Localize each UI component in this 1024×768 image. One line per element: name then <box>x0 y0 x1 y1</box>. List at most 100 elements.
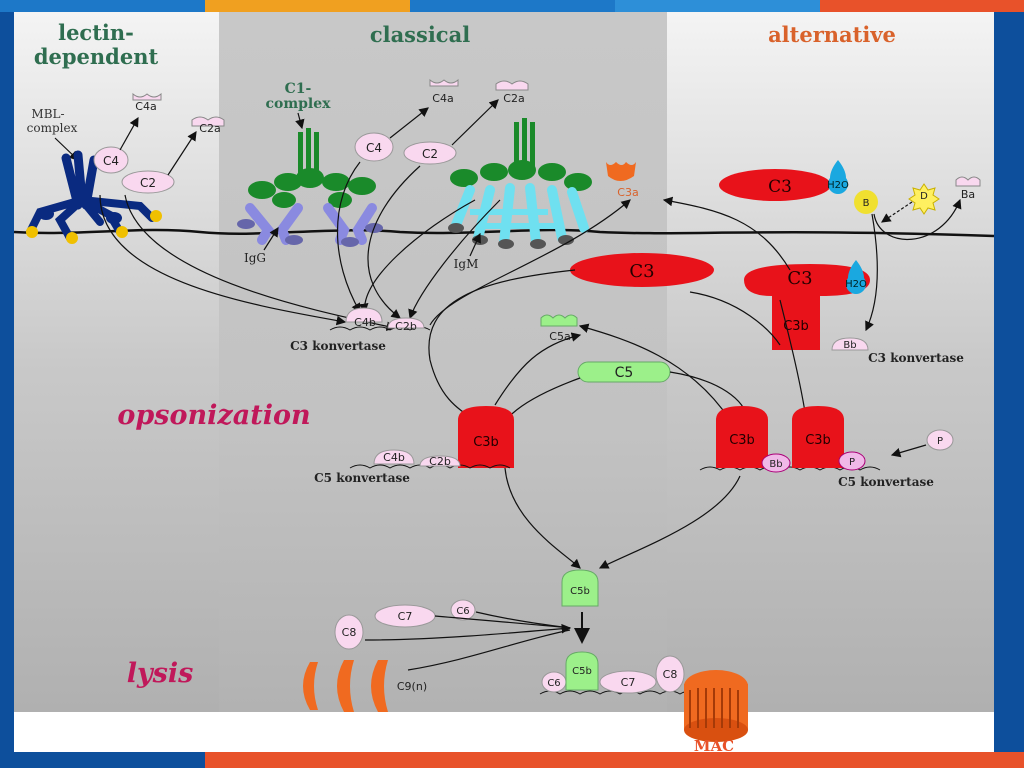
top-bar-segment-orange <box>820 0 1024 12</box>
c8-molecule-free <box>334 614 364 650</box>
cell-membrane-line <box>13 228 995 238</box>
arrow-lectin-c2-to-c2a <box>167 130 197 176</box>
arrow-c3b-right-to-c5a <box>578 323 731 421</box>
bb-label-bottom: Bb <box>769 459 782 470</box>
c6-label-bound: C6 <box>547 678 560 689</box>
lectin-panel <box>14 12 219 712</box>
mbl-complex-label-line1: MBL- <box>31 107 64 121</box>
c3-konvertase-label-classical: C3 konvertase <box>290 339 386 353</box>
c5-konvertase-label-alternative: C5 konvertase <box>838 475 934 489</box>
c3-c3b-konvertase-alternative <box>744 264 870 350</box>
header-alternative: alternative <box>768 22 896 47</box>
c5b-molecule <box>561 569 599 607</box>
header-lectin-line1: lectin- <box>58 20 134 45</box>
arrow-igm-c4-to-c4b <box>358 199 476 314</box>
c3b-label-alternative-right: C3b <box>805 433 831 448</box>
c9n-label: C9(n) <box>397 680 427 693</box>
igg-label-arrow <box>263 226 279 251</box>
c7-molecule-bound <box>599 670 657 694</box>
igm-antibody-icon <box>448 118 592 249</box>
c3-konvertase-label-alternative: C3 konvertase <box>868 351 964 365</box>
c3b-molecule-alternative-left <box>716 406 768 468</box>
c2b-molecule-bottom <box>419 455 461 467</box>
arrow-alternative-to-c5b <box>598 475 741 569</box>
arrow-alt-to-c3b <box>779 299 810 420</box>
h2o-drop-top <box>828 160 848 195</box>
section-opsonization: opsonization <box>117 400 310 431</box>
lectin-c4a-fragment <box>132 92 162 101</box>
c3-molecule-alternative <box>719 169 831 201</box>
arrow-d-dashed <box>881 201 913 223</box>
arrow-b-to-bb <box>865 213 878 332</box>
factor-d-molecule <box>908 183 940 215</box>
c1-complex-icon <box>248 128 376 208</box>
properdin-molecule-bound <box>838 451 866 471</box>
properdin-label-free: P <box>937 436 943 447</box>
factor-d-label: D <box>920 191 928 202</box>
c1-complex-label-line1: C1- <box>285 81 312 97</box>
c5-label: C5 <box>615 365 634 381</box>
lectin-c2a-label: C2a <box>199 122 220 135</box>
ba-label: Ba <box>961 188 975 201</box>
c3b-label-classical: C3b <box>473 435 499 450</box>
c4b-molecule-bottom <box>373 449 415 465</box>
mac-label: MAC <box>694 737 734 755</box>
igm-label-arrow <box>469 232 481 257</box>
arrow-classical-c4-to-c4a <box>389 107 429 139</box>
arrow-c8-to-mac <box>364 623 572 641</box>
arrow-lectin-c4-to-c4b <box>99 194 347 326</box>
c5-konvertase-classical-membrane <box>349 464 511 469</box>
c5b-label-bound: C5b <box>572 666 592 677</box>
c2b-label-bottom: C2b <box>429 455 451 468</box>
arrow-classical-c2-to-c2a <box>451 99 499 146</box>
lectin-c4-molecule <box>93 146 129 174</box>
igg-label: IgG <box>244 251 266 265</box>
classical-c4-label: C4 <box>366 141 382 155</box>
classical-c2-molecule <box>403 141 457 165</box>
c3b-label-alternative-left: C3b <box>729 433 755 448</box>
arrow-alt-to-c3a <box>662 196 791 271</box>
top-bar-segment-yellow <box>205 0 410 12</box>
c9-polymer-icon <box>303 660 388 712</box>
arrow-c3-to-alt-konvertase <box>689 291 781 346</box>
igm-label: IgM <box>454 257 479 271</box>
mbl-complex-label-line2: complex <box>27 121 78 135</box>
bb-label-top: Bb <box>843 340 856 351</box>
bottom-bar-orange <box>205 752 1024 768</box>
c3-molecule-center <box>570 253 714 287</box>
arrow-igm-c2-to-c2b <box>408 199 501 320</box>
lectin-c4a-label: C4a <box>135 100 156 113</box>
h2o-drop-mid <box>846 260 867 295</box>
arrow-classical-to-c5b <box>504 467 581 569</box>
classical-c2a-label: C2a <box>503 92 524 105</box>
c2b-label-top: C2b <box>395 320 417 333</box>
factor-b-molecule <box>854 190 878 214</box>
c3b-label-alternative-konvertase: C3b <box>783 319 809 334</box>
c7-label-free: C7 <box>398 610 413 623</box>
arrow-classical-c2-to-c2b <box>367 165 421 319</box>
arrow-b-to-ba <box>873 198 962 241</box>
header-classical: classical <box>370 22 470 47</box>
lectin-c2-molecule <box>121 170 175 194</box>
c3-label-alternative: C3 <box>768 177 792 197</box>
properdin-label-bound: P <box>849 457 855 468</box>
top-bar-segment-lightblue <box>615 0 820 12</box>
header-lectin-line2: dependent <box>34 44 159 69</box>
mbl-complex-icon <box>26 150 162 244</box>
arrow-lectin-c4-to-c4a <box>119 116 139 151</box>
c3b-molecule-classical <box>458 406 514 468</box>
c4b-label-bottom: C4b <box>383 451 405 464</box>
c1-complex-label-line2: complex <box>265 96 331 112</box>
c5b-molecule-bound <box>565 651 599 691</box>
lectin-c4-label: C4 <box>103 154 119 168</box>
arrow-c3b-to-c5a <box>494 332 582 406</box>
c3a-fragment-mid <box>540 314 578 327</box>
c5-konvertase-label-classical: C5 konvertase <box>314 471 410 485</box>
c5b-label: C5b <box>570 586 590 597</box>
c3b-molecule-alternative-right <box>792 406 844 468</box>
ba-fragment <box>955 176 981 187</box>
c4b-label-top: C4b <box>354 316 376 329</box>
c3-konvertase-membrane <box>329 326 431 331</box>
c3a-fragment-top <box>606 162 636 181</box>
classical-c4a-label: C4a <box>432 92 453 105</box>
